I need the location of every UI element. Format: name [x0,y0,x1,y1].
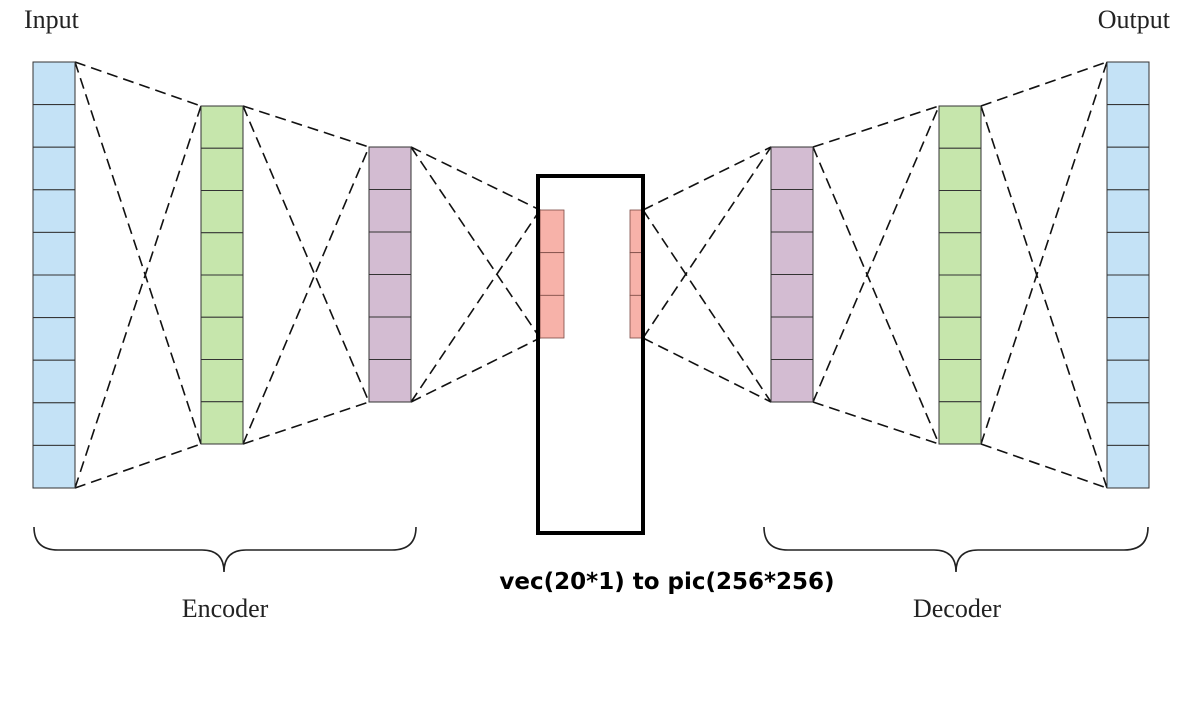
decoder-label: Decoder [913,594,1001,623]
neuron-cell [938,105,982,149]
neuron-cell [539,252,565,296]
layer-decoder-hidden-2 [770,146,814,403]
layer-code-right [629,209,644,339]
connection-line [410,209,541,403]
neuron-cell [770,189,814,233]
connection-line [74,443,202,489]
neuron-cell [368,274,412,318]
layer-decoder-hidden-1 [938,105,982,445]
layers [32,61,1150,489]
connection-line [242,105,370,148]
connection-line [642,146,772,339]
neuron-cell [938,316,982,360]
neuron-cell [368,359,412,403]
layer-code-left [539,209,565,339]
neuron-cell [32,359,76,404]
neuron-cell [32,231,76,276]
neuron-cell [32,444,76,489]
connection-line [74,61,202,107]
neuron-cell [1106,359,1150,404]
neuron-cell [938,274,982,318]
neuron-cell [1106,146,1150,191]
connection-line [242,401,370,445]
neuron-cell [200,232,244,276]
connection-line [980,443,1108,489]
layer-output [1106,61,1150,489]
neuron-cell [770,359,814,403]
neuron-cell [32,61,76,106]
neuron-cell [1106,189,1150,233]
neuron-cell [200,401,244,445]
neuron-cell [770,231,814,275]
neuron-cell [32,189,76,233]
output-label: Output [1098,5,1171,34]
neuron-cell [200,105,244,149]
neuron-cell [368,146,412,190]
code-caption: vec(20*1) to pic(256*256) [499,569,834,595]
neuron-cell [1106,317,1150,361]
decoder-brace [763,526,1149,573]
neuron-cell [1106,104,1150,148]
neuron-cell [770,316,814,360]
neuron-cell [1106,231,1150,276]
layer-encoder-hidden-1 [200,105,244,445]
code-highlight-box [536,174,645,535]
connection-line [980,61,1108,107]
neuron-cell [200,274,244,318]
neuron-cell [200,359,244,403]
layer-input [32,61,76,489]
connection-line [74,105,202,489]
neuron-cell [32,317,76,361]
neuron-cell [32,146,76,191]
neuron-cell [368,189,412,233]
encoder-label: Encoder [182,594,269,623]
neuron-cell [539,209,565,254]
neuron-cell [938,359,982,403]
neuron-cell [770,274,814,318]
input-label: Input [24,5,80,34]
connection-line [812,105,940,148]
neuron-cell [1106,444,1150,489]
neuron-cell [1106,61,1150,106]
connection-line [74,61,202,445]
connection-line [812,105,940,403]
connection-line [242,105,370,403]
neuron-cell [200,190,244,234]
neuron-cell [32,274,76,319]
neuron-cell [32,402,76,446]
encoder-brace [33,526,417,573]
neuron-cell [539,294,565,339]
connection-line [642,146,772,211]
connection-line [410,146,541,339]
connection-line [410,146,541,211]
connection-line [410,337,541,403]
neuron-cell [770,146,814,190]
connection-line [642,209,772,403]
neuron-cell [938,232,982,276]
neuron-cell [368,231,412,275]
neuron-cell [368,316,412,360]
connection-line [980,105,1108,489]
neuron-cell [32,104,76,148]
neuron-cell [1106,274,1150,319]
neuron-cell [938,147,982,191]
connections [74,61,1108,489]
neuron-cell [938,401,982,445]
layer-encoder-hidden-2 [368,146,412,403]
neuron-cell [938,190,982,234]
neuron-cell [200,316,244,360]
connection-line [980,61,1108,445]
connection-line [812,146,940,445]
neuron-cell [200,147,244,191]
neuron-cell [1106,402,1150,446]
connection-line [242,146,370,445]
connection-line [812,401,940,445]
connection-line [642,337,772,403]
